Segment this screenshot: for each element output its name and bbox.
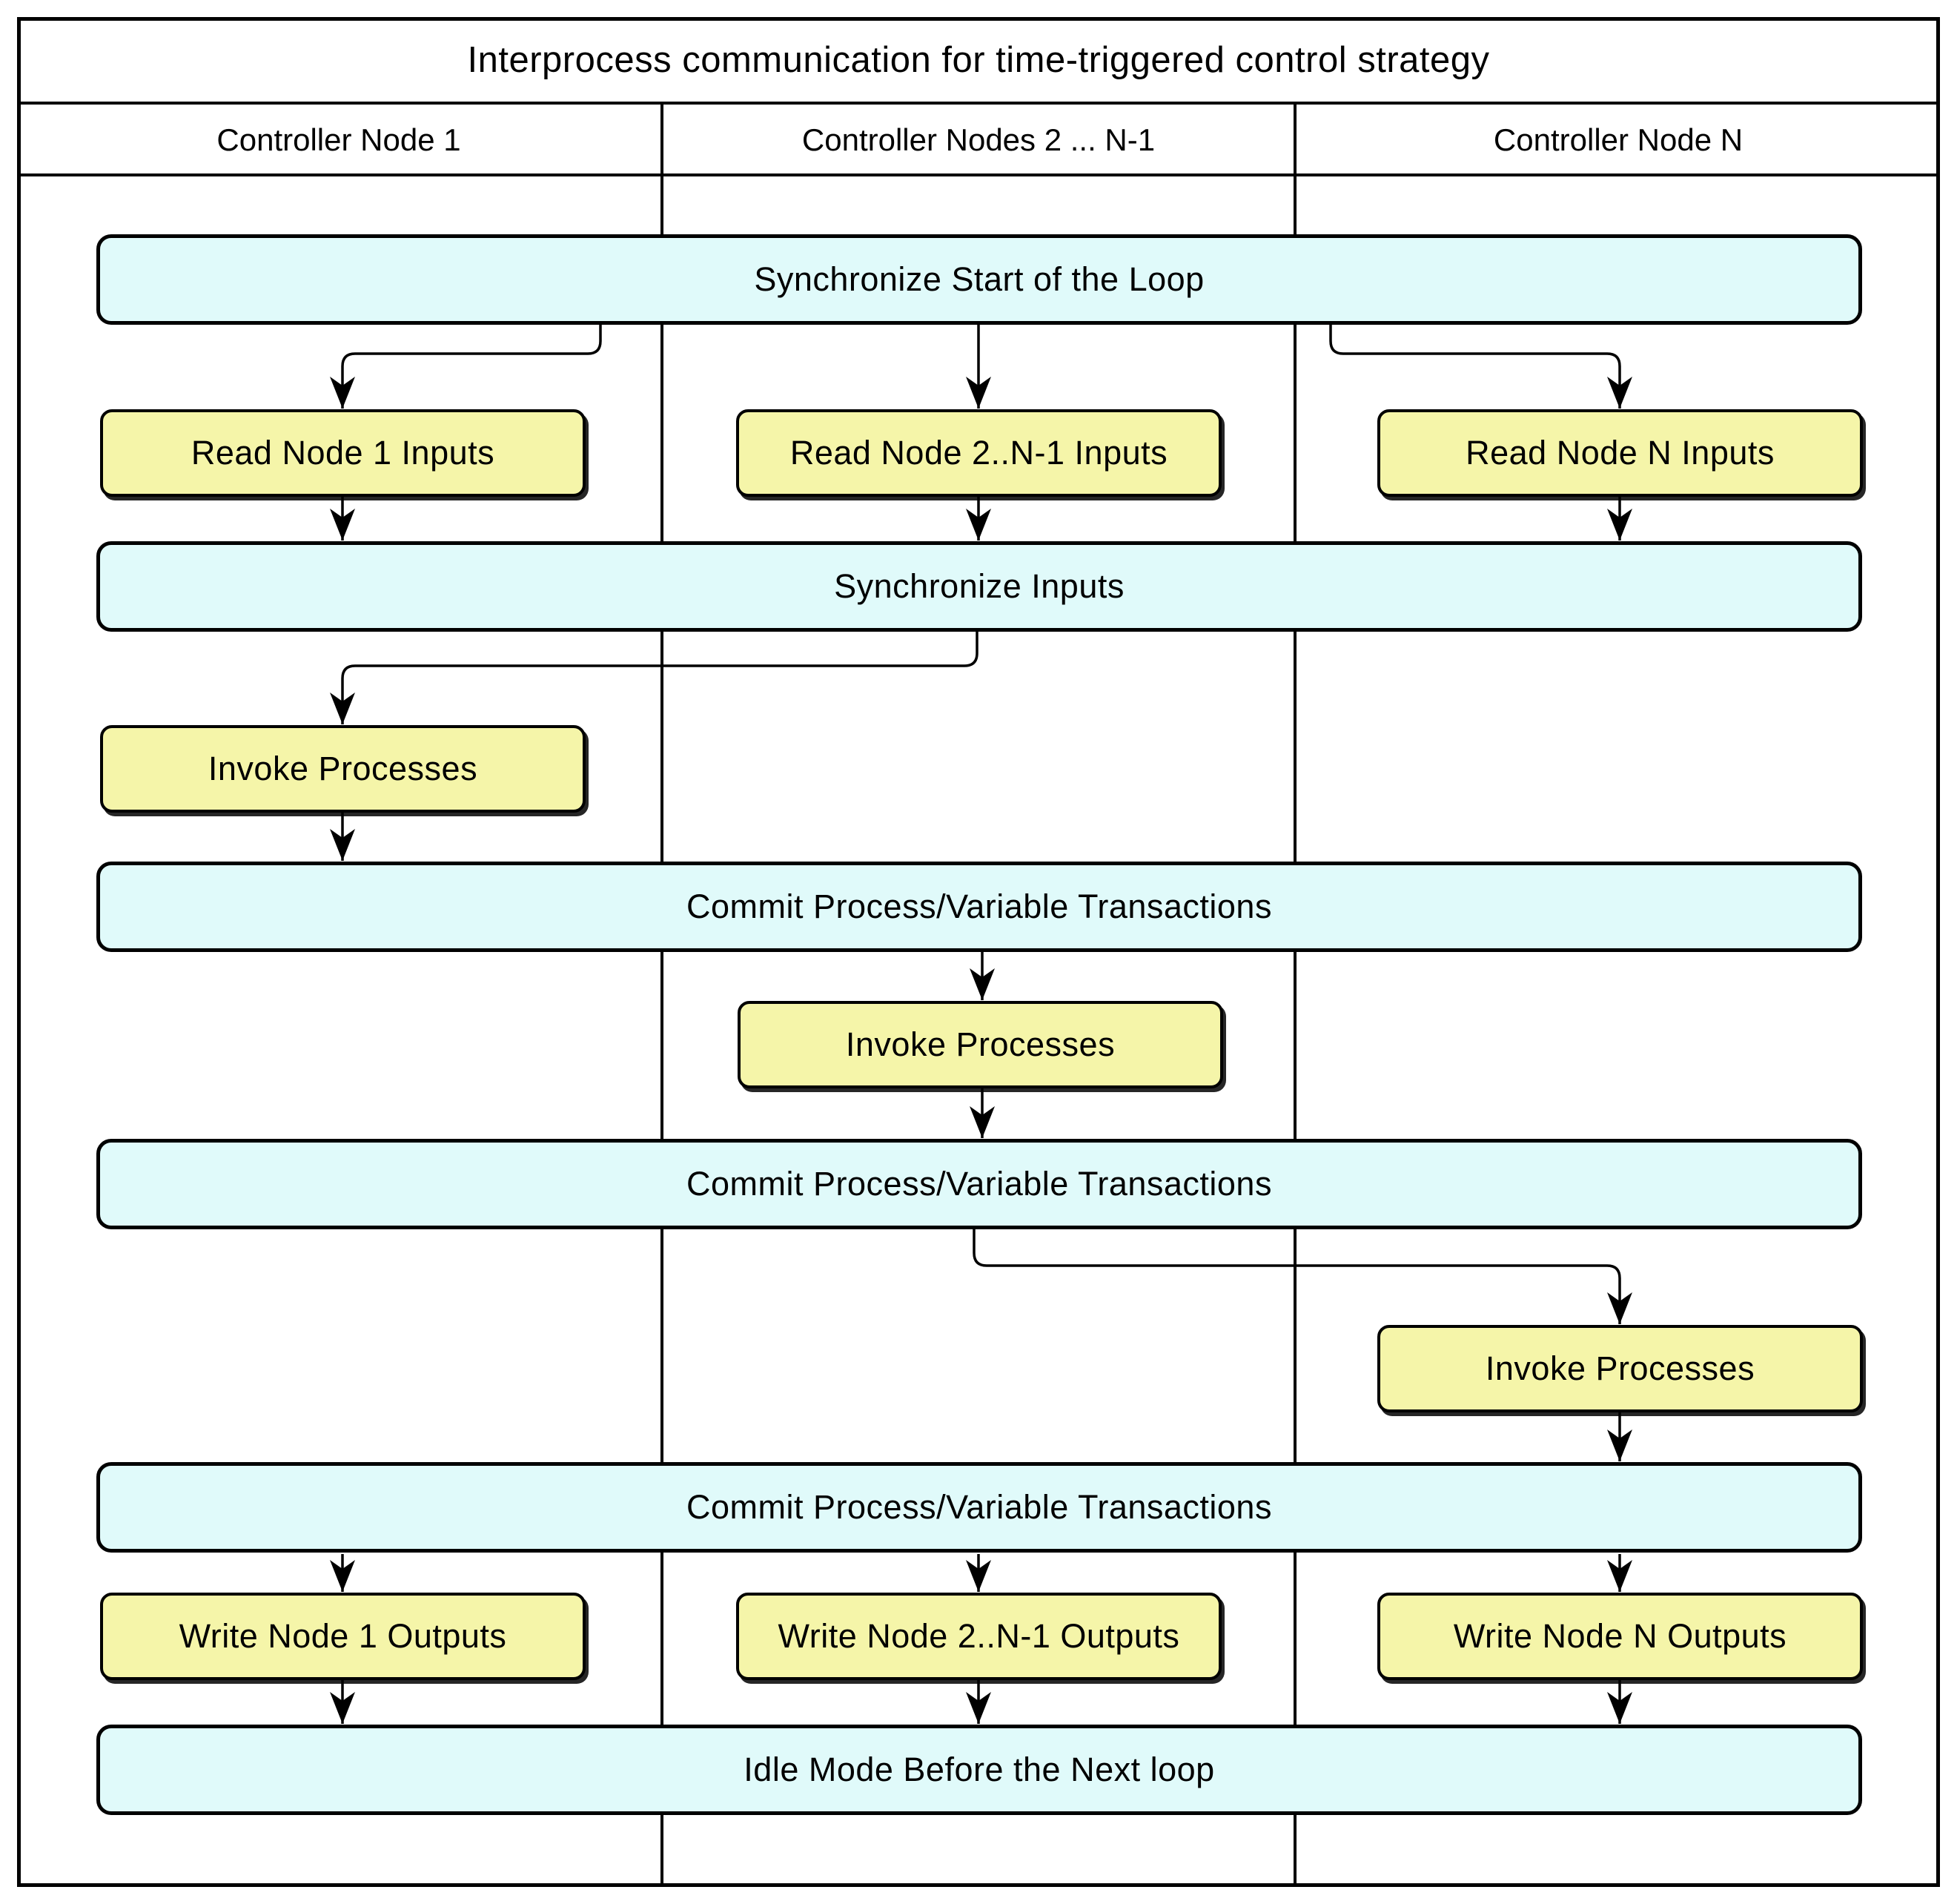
lane-header-node-1: Controller Node 1: [216, 122, 461, 157]
box-write-node-2-n1-outputs: Write Node 2..N-1 Outputs: [736, 1593, 1222, 1680]
bar-commit-transactions-2: Commit Process/Variable Transactions: [96, 1139, 1862, 1229]
box-read-node-1-inputs: Read Node 1 Inputs: [100, 409, 586, 497]
bar-commit-transactions-1: Commit Process/Variable Transactions: [96, 862, 1862, 952]
box-read-node-n-inputs: Read Node N Inputs: [1377, 409, 1863, 497]
box-invoke-processes-1: Invoke Processes: [100, 725, 586, 813]
bar-synchronize-start: Synchronize Start of the Loop: [96, 234, 1862, 325]
box-invoke-processes-2: Invoke Processes: [738, 1001, 1223, 1088]
lane-header-node-n: Controller Node N: [1493, 122, 1744, 157]
bar-synchronize-inputs: Synchronize Inputs: [96, 541, 1862, 632]
header-separator-line: [17, 173, 1940, 176]
bar-commit-transactions-3: Commit Process/Variable Transactions: [96, 1462, 1862, 1553]
bar-idle-mode: Idle Mode Before the Next loop: [96, 1725, 1862, 1815]
box-invoke-processes-3: Invoke Processes: [1377, 1325, 1863, 1412]
column-divider-1: [660, 105, 663, 1887]
page-title: Interprocess communication for time-trig…: [467, 40, 1490, 80]
box-write-node-n-outputs: Write Node N Outputs: [1377, 1593, 1863, 1680]
box-read-node-2-n1-inputs: Read Node 2..N-1 Inputs: [736, 409, 1222, 497]
column-divider-2: [1294, 105, 1297, 1887]
box-write-node-1-outputs: Write Node 1 Outputs: [100, 1593, 586, 1680]
lane-header-nodes-2-n-1: Controller Nodes 2 ... N-1: [801, 122, 1156, 157]
title-separator-line: [17, 102, 1940, 105]
